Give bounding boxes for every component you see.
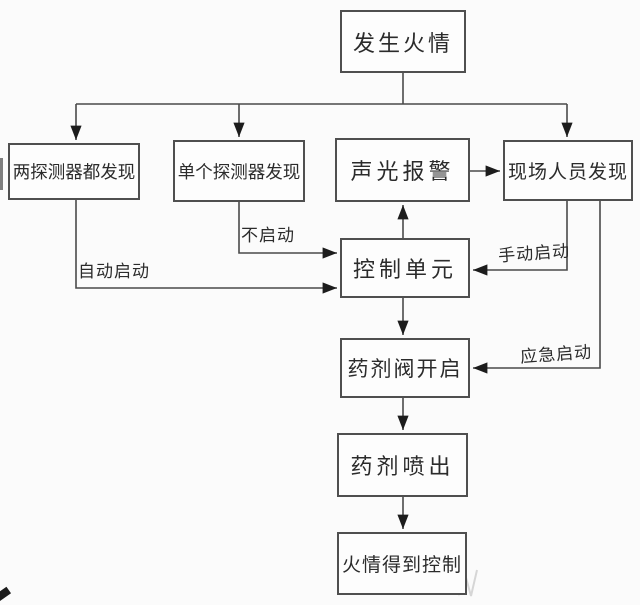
scan-artifact-bottom-left bbox=[0, 586, 12, 602]
node-fire-occurs: 发生火情 bbox=[340, 10, 466, 73]
node-sound-light-alarm: 声光报警 bbox=[335, 138, 470, 202]
node-both-detectors: 两探测器都发现 bbox=[8, 143, 140, 200]
scan-artifact-left bbox=[0, 158, 3, 190]
node-control-unit: 控制单元 bbox=[340, 238, 470, 298]
edge-label-auto-start: 自动启动 bbox=[78, 262, 150, 281]
node-single-detector: 单个探测器发现 bbox=[173, 140, 305, 202]
edge-label-manual-start: 手动启动 bbox=[497, 241, 571, 266]
node-fire-controlled: 火情得到控制 bbox=[337, 532, 467, 595]
edge-label-no-start: 不启动 bbox=[241, 226, 295, 245]
node-site-personnel: 现场人员发现 bbox=[503, 140, 633, 201]
node-agent-valve-open: 药剂阀开启 bbox=[340, 338, 470, 398]
edge-label-emergency-start: 应急启动 bbox=[519, 342, 593, 367]
node-agent-spray: 药剂喷出 bbox=[337, 433, 468, 497]
